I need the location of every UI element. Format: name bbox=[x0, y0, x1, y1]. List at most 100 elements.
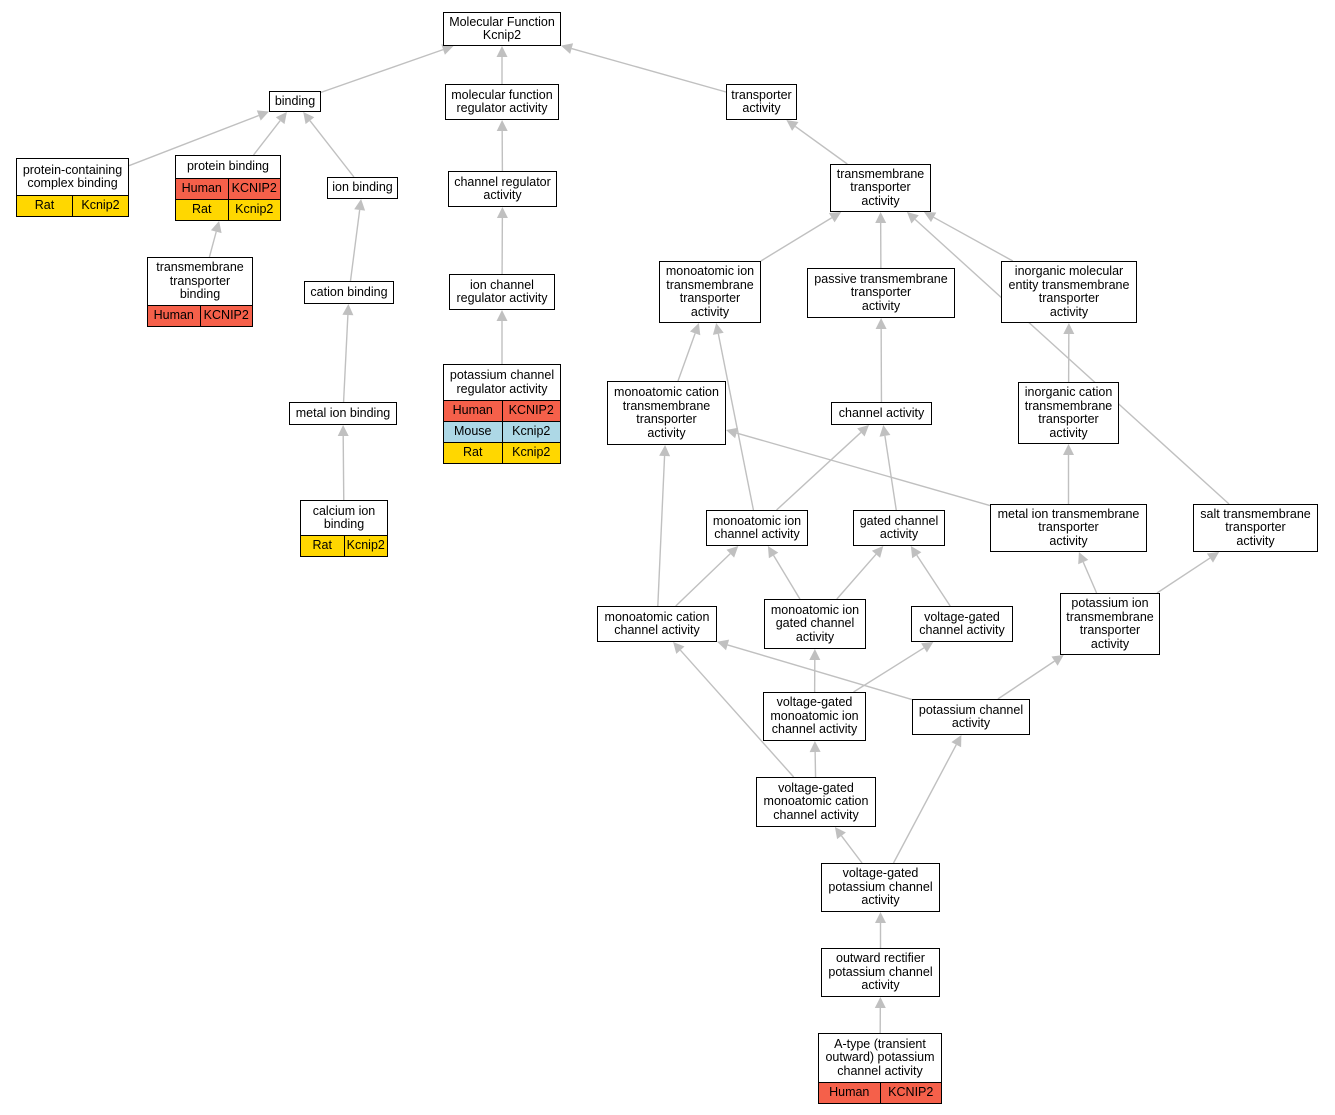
edge-arrowhead bbox=[834, 827, 846, 840]
term-node-mica[interactable]: monoatomic ion channel activity bbox=[706, 510, 808, 546]
term-label: protein binding bbox=[186, 159, 269, 174]
edge-salt-to-tmt bbox=[914, 218, 1230, 505]
edge-arrowhead bbox=[712, 323, 724, 335]
gene-cell: Kcnip2 bbox=[343, 536, 388, 556]
term-node-orpca[interactable]: outward rectifier potassium channel acti… bbox=[821, 948, 940, 997]
term-node-mita[interactable]: metal ion transmembrane transporter acti… bbox=[990, 504, 1147, 552]
edge-transporter-to-root bbox=[571, 47, 727, 93]
edge-tmtb-to-protein_binding bbox=[208, 231, 217, 258]
term-node-channel-reg[interactable]: channel regulator activity bbox=[448, 171, 557, 207]
edge-arrowhead bbox=[871, 546, 884, 558]
term-node-channel-activity[interactable]: channel activity bbox=[831, 402, 932, 425]
term-node-pitta[interactable]: potassium ion transmembrane transporter … bbox=[1060, 593, 1160, 655]
edge-pitta-to-mita bbox=[1082, 561, 1098, 594]
edge-arrowhead bbox=[1206, 552, 1220, 563]
edge-vgmcca-to-mcca bbox=[679, 649, 795, 778]
term-node-mitta[interactable]: monoatomic ion transmembrane transporter… bbox=[659, 261, 761, 323]
term-label: potassium channel regulator activity bbox=[449, 368, 555, 396]
term-label: transmembrane transporter activity bbox=[836, 166, 925, 208]
term-label: salt transmembrane transporter activity bbox=[1200, 506, 1311, 548]
term-node-mfra[interactable]: molecular function regulator activity bbox=[445, 84, 559, 120]
term-node-vgmcca[interactable]: voltage-gated monoatomic cation channel … bbox=[756, 777, 876, 827]
edge-arrowhead bbox=[717, 639, 730, 651]
edge-vgpca-to-vgmcca bbox=[840, 835, 863, 864]
edge-imetta-to-tmt bbox=[933, 216, 1014, 262]
term-node-imetta[interactable]: inorganic molecular entity transmembrane… bbox=[1001, 261, 1137, 323]
edge-binding-to-root bbox=[320, 48, 444, 94]
term-label: molecular function regulator activity bbox=[451, 87, 553, 115]
term-label: voltage-gated monoatomic cation channel … bbox=[763, 780, 869, 822]
edge-arrowhead bbox=[875, 912, 886, 923]
edge-mcca-to-mcta bbox=[657, 455, 666, 607]
term-label: voltage-gated monoatomic ion channel act… bbox=[770, 695, 859, 737]
species-cell: Human bbox=[153, 308, 194, 323]
gene-cell: KCNIP2 bbox=[501, 401, 561, 421]
term-node-pca[interactable]: potassium channel activity bbox=[912, 699, 1030, 735]
term-node-vgpca[interactable]: voltage-gated potassium channel activity bbox=[821, 863, 940, 912]
term-node-mcca[interactable]: monoatomic cation channel activity bbox=[597, 606, 717, 642]
term-label: ion binding bbox=[332, 180, 393, 195]
term-label: monoatomic ion transmembrane transporter… bbox=[665, 264, 755, 319]
gene-cell: Kcnip2 bbox=[72, 196, 128, 216]
term-node-mcta[interactable]: monoatomic cation transmembrane transpor… bbox=[607, 381, 726, 445]
term-node-migca[interactable]: monoatomic ion gated channel activity bbox=[764, 599, 866, 649]
edge-arrowhead bbox=[1063, 444, 1074, 455]
term-node-atype[interactable]: A-type (transient outward) potassium cha… bbox=[818, 1033, 942, 1104]
term-node-icra[interactable]: ion channel regulator activity bbox=[449, 274, 555, 310]
edge-arrowhead bbox=[875, 318, 887, 329]
edge-pca-to-mcca bbox=[727, 644, 913, 701]
edge-arrowhead bbox=[275, 112, 287, 125]
edge-arrowhead bbox=[921, 642, 934, 653]
edge-gca-to-channel_activity bbox=[884, 435, 897, 511]
term-node-salt[interactable]: salt transmembrane transporter activity bbox=[1193, 504, 1318, 552]
edge-arrowhead bbox=[496, 207, 508, 218]
edge-arrowhead bbox=[1051, 655, 1064, 666]
edge-mcta-to-mitta bbox=[677, 333, 696, 382]
term-node-transporter[interactable]: transporter activity bbox=[726, 84, 797, 120]
edge-arrowhead bbox=[1063, 323, 1075, 334]
term-label: gated channel activity bbox=[859, 513, 939, 541]
edge-arrowhead bbox=[857, 425, 869, 437]
edge-arrowhead bbox=[786, 120, 799, 131]
species-cell: Human bbox=[181, 181, 222, 196]
term-node-ion-binding[interactable]: ion binding bbox=[327, 177, 398, 199]
term-label: calcium ion binding bbox=[312, 503, 376, 531]
edge-arrowhead bbox=[726, 546, 739, 558]
term-node-vgca[interactable]: voltage-gated channel activity bbox=[911, 606, 1013, 642]
term-node-icta[interactable]: inorganic cation transmembrane transport… bbox=[1018, 382, 1119, 444]
term-node-gca[interactable]: gated channel activity bbox=[853, 510, 945, 546]
edge-tmt-to-transporter bbox=[794, 125, 848, 165]
term-label: cation binding bbox=[310, 284, 388, 299]
edge-arrowhead bbox=[441, 44, 454, 55]
edge-mitta-to-tmt bbox=[760, 217, 833, 262]
term-label: monoatomic cation transmembrane transpor… bbox=[614, 385, 719, 440]
term-label: inorganic cation transmembrane transport… bbox=[1024, 385, 1113, 440]
edge-calcium-to-metal_ion_binding bbox=[342, 435, 345, 501]
species-cell: Mouse bbox=[453, 424, 492, 439]
edge-arrowhead bbox=[659, 445, 671, 457]
edge-arrowhead bbox=[496, 46, 508, 57]
term-node-cation-binding[interactable]: cation binding bbox=[304, 281, 394, 304]
edge-cation_binding-to-ion_binding bbox=[349, 209, 361, 282]
term-node-binding[interactable]: binding bbox=[269, 91, 321, 112]
edge-vgpca-to-pca bbox=[892, 744, 957, 864]
term-label: potassium channel activity bbox=[918, 702, 1024, 730]
term-node-vgmica[interactable]: voltage-gated monoatomic ion channel act… bbox=[763, 692, 866, 741]
edge-arrowhead bbox=[726, 427, 739, 439]
term-node-ptta[interactable]: passive transmembrane transporter activi… bbox=[807, 268, 955, 318]
gene-cell: Kcnip2 bbox=[501, 443, 561, 463]
term-node-root[interactable]: Molecular Function Kcnip2 bbox=[443, 12, 561, 46]
term-node-tmt[interactable]: transmembrane transporter activity bbox=[830, 164, 931, 212]
term-node-metal-ion-binding[interactable]: metal ion binding bbox=[289, 402, 397, 425]
edge-arrowhead bbox=[910, 546, 922, 559]
edge-arrowhead bbox=[673, 642, 685, 654]
edge-arrowhead bbox=[303, 112, 315, 125]
